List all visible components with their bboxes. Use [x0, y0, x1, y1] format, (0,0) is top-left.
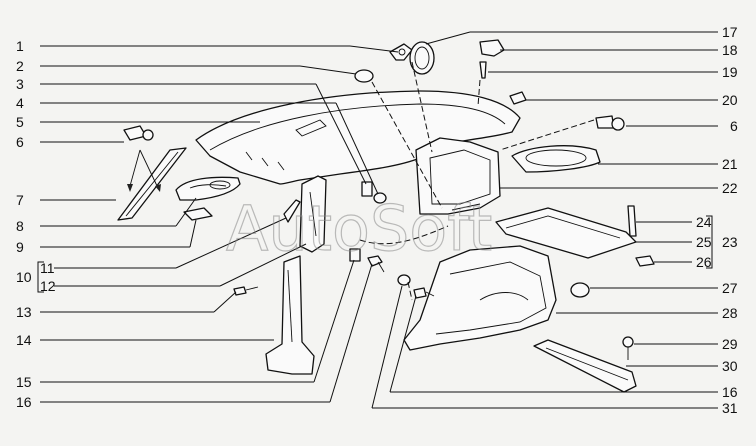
watermark: AutoSoft: [226, 192, 492, 265]
clip-15: [349, 248, 361, 262]
callout-16-right: 16: [722, 384, 738, 400]
callout-15: 15: [16, 374, 32, 390]
callout-4: 4: [16, 95, 24, 111]
callout-14: 14: [16, 332, 32, 348]
visor-mount: [183, 207, 213, 221]
screw-16-lower: [413, 287, 435, 299]
callout-2: 2: [16, 58, 24, 74]
callout-7: 7: [16, 192, 24, 208]
callout-5: 5: [16, 114, 24, 130]
sill-strip: [533, 339, 637, 393]
callout-25: 25: [696, 234, 712, 250]
screw-29: [622, 336, 634, 360]
callout-29: 29: [722, 336, 738, 352]
callout-30: 30: [722, 358, 738, 374]
leader-lines: [37, 31, 718, 409]
callout-10: 10: [16, 269, 32, 285]
clip-right: [595, 115, 625, 131]
callout-labels: 1 2 3 4 5 6 7 8 9 10 11 12 13 14 15 16 1…: [16, 24, 738, 416]
screw-19: [479, 61, 487, 79]
speaker-panel: [511, 145, 601, 173]
callout-12: 12: [40, 278, 56, 294]
callout-3: 3: [16, 76, 24, 92]
callout-8: 8: [16, 218, 24, 234]
callout-24: 24: [696, 214, 712, 230]
screw-13: [233, 286, 259, 296]
ring-17: [409, 41, 435, 75]
callout-6: 6: [16, 134, 24, 150]
assembly-guides: [359, 61, 595, 301]
callout-26: 26: [696, 254, 712, 270]
callout-28: 28: [722, 305, 738, 321]
parts-drawing: [117, 39, 655, 393]
direction-arrows: [127, 149, 161, 192]
quarter-upper-trim: [415, 137, 501, 215]
callout-11: 11: [40, 260, 55, 276]
callout-17: 17: [722, 24, 738, 40]
spacer-3: [361, 181, 373, 197]
callout-19: 19: [722, 64, 738, 80]
bushing-4: [373, 192, 387, 204]
callout-21: 21: [722, 156, 738, 172]
screw-16: [367, 255, 385, 273]
bolt-26: [635, 255, 655, 267]
plug-27: [570, 282, 590, 298]
callout-22: 22: [722, 180, 738, 196]
clip-left: [123, 125, 154, 141]
b-pillar-lower-trim: [265, 255, 315, 375]
callout-6-right: 6: [730, 118, 738, 134]
coat-hook-1: [389, 43, 413, 61]
a-pillar-strip: [117, 147, 187, 221]
callout-13: 13: [16, 304, 32, 320]
roof-headliner: [195, 90, 521, 185]
callout-20: 20: [722, 92, 738, 108]
callout-16: 16: [16, 394, 32, 410]
callout-9: 9: [16, 239, 24, 255]
strip-24: [627, 205, 637, 237]
cap-2: [354, 69, 374, 83]
callout-18: 18: [722, 42, 738, 58]
callout-23: 23: [722, 234, 738, 250]
cap-31: [397, 274, 411, 286]
bracket-18: [479, 39, 505, 57]
clip-20: [509, 91, 527, 105]
callout-27: 27: [722, 280, 738, 296]
sun-visor: [175, 176, 241, 201]
callout-31: 31: [722, 400, 738, 416]
b-pillar-upper-trim: [283, 175, 327, 253]
callout-1: 1: [16, 38, 24, 54]
